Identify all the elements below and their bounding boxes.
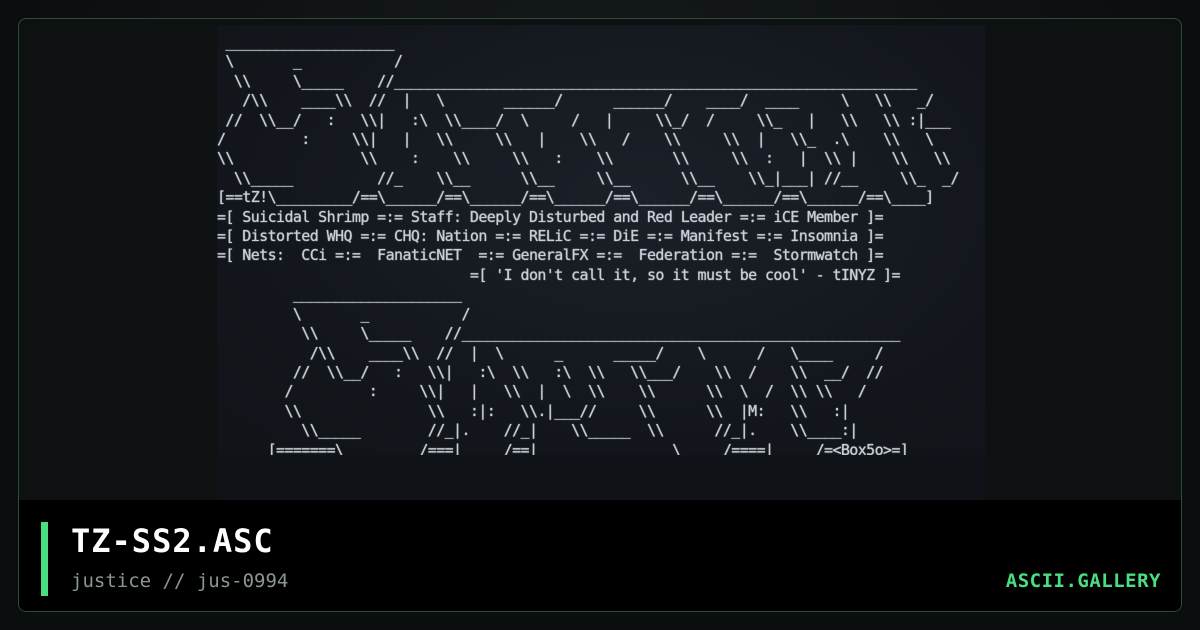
ascii-art-line: // \\__/ : \\| :\ \\____/ \ / | \\_/ / \… [217,110,951,129]
ascii-art-line: =[ Suicidal Shrimp =:= Staff: Deeply Dis… [217,207,884,226]
info-footer: TZ-SS2.ASC justice // jus-0994 ASCII.GAL… [19,500,1181,611]
accent-bar [41,522,48,596]
ascii-art-line: \\_____ //_ \\__ \\__ \\__ \\__ \\_|___|… [217,168,960,187]
ascii-art-text: ____________________ \ _ / \\ \_____ //_… [217,33,960,460]
ascii-art-line: \\ \_____ //____________________________… [217,324,900,343]
ascii-art-viewer: ____________________ \ _ / \\ \_____ //_… [217,25,985,501]
ascii-art-screen: ____________________ \ _ / \\ \_____ //_… [217,25,985,459]
ascii-art-line: [==tZ!\_________/==\______/==\______/==\… [217,188,934,207]
ascii-art-line: /\\ ____\\ // | \ _ _____/ \ / \____ / [217,343,884,362]
ascii-art-line: =[ 'I don't call it, so it must be cool'… [217,265,901,284]
ascii-art-line: \\_____ //_|. //_| \\_____ \\ //_|. \\__… [217,421,858,440]
ascii-art-line: \\ \\ : \\ \\ : \\ \\ \\ : | \\ | \\ \\ [217,149,951,168]
ascii-art-line: \\ \_____ //____________________________… [217,71,918,90]
ascii-art-line: / : \\| | \\ \\ | \\ / \\ \\ | \\_ .\ \\… [217,130,934,149]
ascii-art-line: \ _ / [217,52,403,71]
ascii-art-line: =[ Distorted WHQ =:= CHQ: Nation =:= REL… [217,227,884,246]
artist-credit: justice // jus-0994 [71,570,289,592]
ascii-art-line: / : \\| | \\ | \ \\ \\ \\ \ / \\ \\ / [217,382,867,401]
gallery-card: ____________________ \ _ / \\ \_____ //_… [18,18,1182,612]
site-brand[interactable]: ASCII.GALLERY [1005,570,1161,592]
ascii-art-line: \\ \\ :|: \\.|___// \\ \\ |M: \\ :| [217,401,850,420]
ascii-art-line: // \\__/ : \\| :\ \\ :\ \\ \\___/ \\ / \… [217,362,884,381]
ascii-art-line: =[ Nets: CCi =:= FanaticNET =:= GeneralF… [217,246,884,265]
ascii-art-empty-area [217,455,985,501]
ascii-art-line: ____________________ [217,285,462,304]
artwork-title: TZ-SS2.ASC [71,522,274,560]
ascii-art-line: ____________________ [217,33,395,51]
ascii-art-line: [=======\_________/===|_____/==|________… [217,440,909,459]
ascii-art-line: /\\ ____\\ // | \ ______/ ______/ ____/ … [217,91,934,110]
ascii-art-line: \ _ / [217,304,471,323]
